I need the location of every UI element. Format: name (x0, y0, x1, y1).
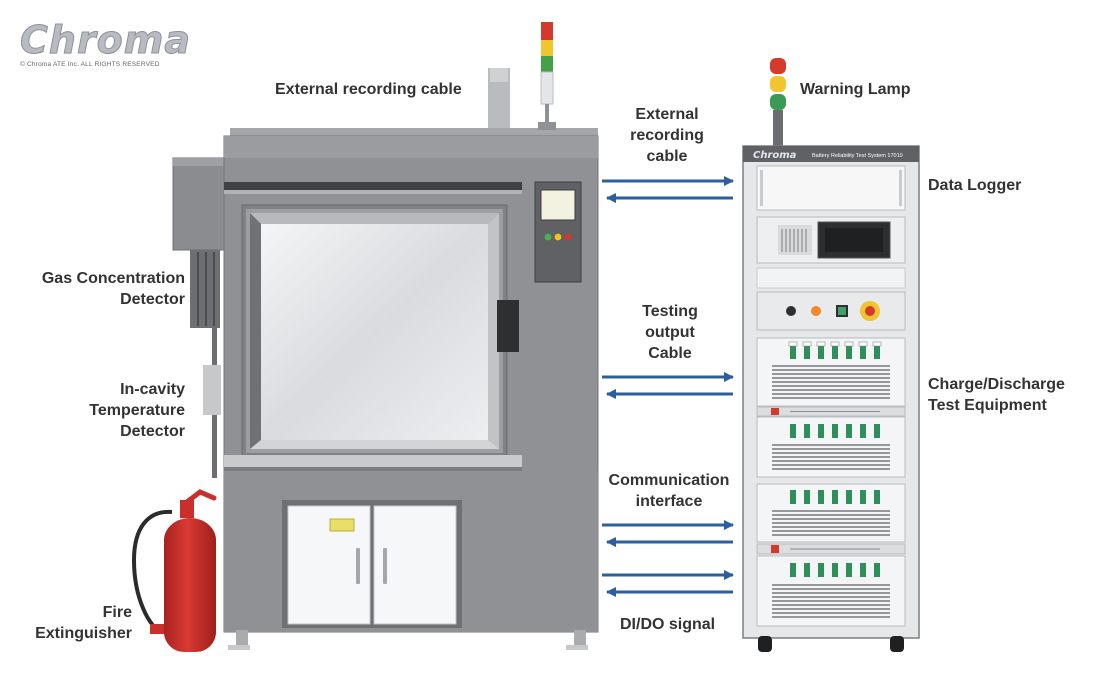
label-line: Cable (648, 345, 692, 362)
rack-header (743, 146, 919, 162)
label-line: Test Equipment (928, 397, 1047, 414)
label-line: Communication (608, 472, 730, 489)
label-line: Fire (102, 604, 132, 621)
label-line: Charge/Discharge (928, 376, 1065, 393)
control-panel-screen (540, 189, 576, 221)
charge-discharge-modules (756, 337, 906, 627)
label-line: Extinguisher (35, 625, 132, 642)
label-line: Testing (642, 303, 698, 320)
label-warning-lamp: Warning Lamp (800, 81, 911, 98)
label-line: interface (635, 493, 703, 510)
label-line: Gas Concentration (41, 270, 185, 287)
label-communication-interface: Communication interface (598, 470, 740, 512)
label-data-logger: Data Logger (928, 177, 1022, 194)
label-line: Detector (120, 423, 185, 440)
test-rack (742, 58, 920, 652)
label-dido-signal: DI/DO signal (620, 616, 716, 633)
rack-control-panel (756, 291, 906, 331)
rack-wheel-left (758, 636, 772, 652)
lower-cabinet-label (329, 518, 355, 532)
copyright-notice: © Chroma ATE Inc. ALL RIGHTS RESERVED (20, 61, 160, 68)
chamber-window (261, 224, 488, 440)
rack-wheel-right (890, 636, 904, 652)
label-external-recording-cable-top: External recording cable (275, 81, 462, 98)
connection-arrows (602, 176, 734, 597)
fire-extinguisher (131, 489, 217, 652)
label-line: cable (646, 148, 688, 165)
label-external-recording-cable: External recording cable (622, 104, 712, 167)
temperature-detector-probe (203, 365, 221, 415)
label-temperature-detector: In-cavity Temperature Detector (40, 379, 185, 442)
rack-brand: Chroma (753, 150, 797, 161)
environmental-chamber (172, 68, 599, 650)
label-line: In-cavity (120, 381, 185, 398)
rack-title: Battery Reliability Test System 17010 (812, 153, 903, 159)
label-line: output (645, 324, 695, 341)
rack-lamp-yellow (770, 76, 786, 92)
rack-lamp-red (770, 58, 786, 74)
chroma-logo-wordmark: Chroma (19, 18, 192, 62)
external-recording-cable-pipe (488, 68, 510, 133)
label-testing-output-cable: Testing output Cable (622, 301, 718, 364)
lower-cabinet-right-door (373, 505, 457, 625)
label-gas-concentration-detector: Gas Concentration Detector (20, 268, 185, 310)
gas-detector-housing (172, 157, 226, 251)
chamber-door-handle (497, 300, 519, 352)
label-fire-extinguisher: Fire Extinguisher (20, 602, 132, 644)
chamber-warning-lamp (538, 22, 556, 130)
label-line: recording (630, 127, 704, 144)
label-line: Detector (120, 291, 185, 308)
label-line: External (635, 106, 699, 123)
rack-lamp-green (770, 94, 786, 110)
chroma-logo: Chroma © Chroma ATE Inc. ALL RIGHTS RESE… (19, 18, 192, 69)
label-line: Temperature (89, 402, 185, 419)
data-logger-unit (756, 165, 906, 211)
label-charge-discharge-equipment: Charge/Discharge Test Equipment (928, 374, 1065, 416)
